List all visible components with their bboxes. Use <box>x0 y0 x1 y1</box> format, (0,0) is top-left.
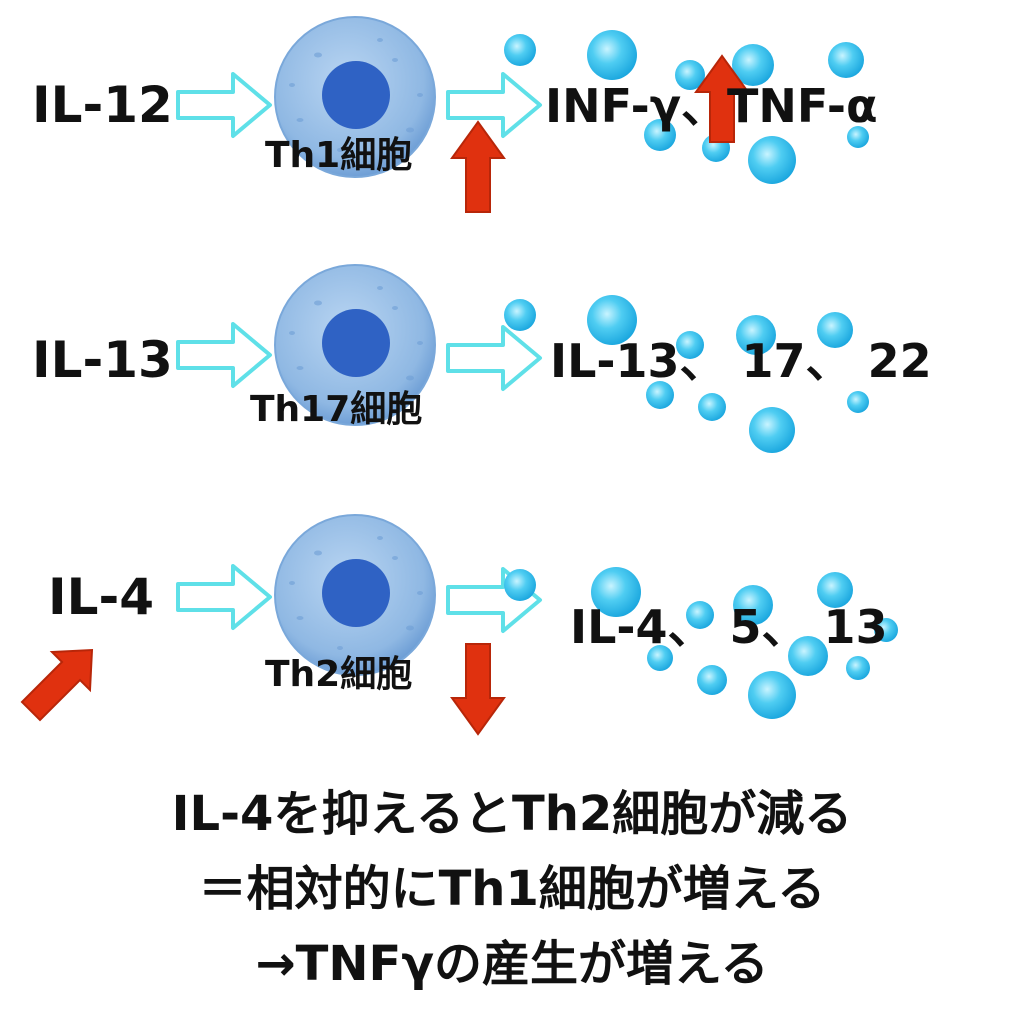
th1-cell-icon <box>274 16 436 178</box>
cytokine-bubbles-3 <box>504 567 898 719</box>
output-label-th17: IL-13、 17、 22 <box>550 334 932 388</box>
cytokine-bubbles-2 <box>504 295 869 453</box>
flow-arrow-output-2 <box>446 325 542 391</box>
flow-arrow-output-1 <box>446 72 542 138</box>
input-label-il4: IL-4 <box>48 568 155 626</box>
summary-line-2: ＝相対的にTh1細胞が増える <box>198 861 826 917</box>
output-label-th1: INF-γ、TNF-α <box>545 79 878 133</box>
th2-cell-icon <box>274 514 436 676</box>
flow-arrow-input-2 <box>176 322 272 388</box>
th1-row-graphics <box>176 16 869 213</box>
decrease-arrow-th2 <box>450 643 506 736</box>
flow-arrow-input-1 <box>176 72 272 138</box>
increase-arrow-cytokine <box>694 54 750 143</box>
summary-line-3: →TNFγの産生が増える <box>255 936 769 992</box>
output-label-th2: IL-4、 5、 13 <box>570 600 888 654</box>
cell-label-th1: Th1細胞 <box>265 135 413 176</box>
increase-arrow-th1 <box>450 120 506 213</box>
flow-arrow-input-3 <box>176 564 272 630</box>
th2-row-graphics <box>20 514 898 736</box>
cell-label-th17: Th17細胞 <box>250 389 423 430</box>
input-label-il13: IL-13 <box>32 331 173 389</box>
th17-row-graphics <box>176 264 869 453</box>
summary-line-1: IL-4を抑えるとTh2細胞が減る <box>171 786 853 842</box>
cell-label-th2: Th2細胞 <box>265 654 413 695</box>
th17-cell-icon <box>274 264 436 426</box>
increase-arrow-il4 <box>20 648 94 722</box>
input-label-il12: IL-12 <box>32 76 173 134</box>
